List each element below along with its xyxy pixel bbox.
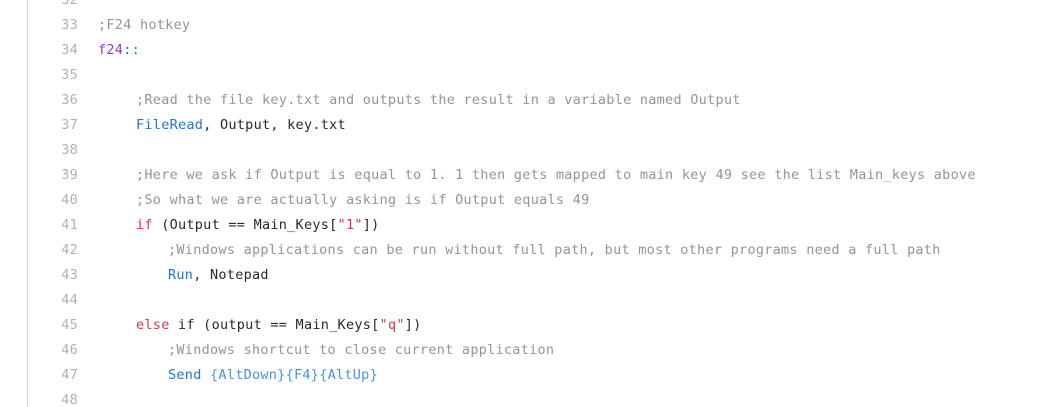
code-line[interactable]: 41 if (Output == Main_Keys["1"]) — [0, 213, 1053, 238]
line-source: ;Read the file key.txt and outputs the r… — [136, 88, 741, 113]
line-source: ;Windows shortcut to close current appli… — [168, 338, 554, 363]
line-number: 37 — [61, 117, 78, 133]
token-func: Send — [168, 367, 202, 383]
token-plain: , Output, key.txt — [203, 117, 346, 133]
line-source: if (Output == Main_Keys["1"]) — [136, 213, 380, 238]
token-plain: (Output == Main_Keys[ — [152, 217, 338, 233]
token-key: {AltUp} — [319, 367, 378, 383]
code-line[interactable]: 42 ;Windows applications can be run witho… — [0, 238, 1053, 263]
line-number: 34 — [61, 42, 78, 58]
code-line[interactable]: 43 Run, Notepad — [0, 263, 1053, 288]
line-number: 44 — [61, 292, 78, 308]
line-source: ;Here we ask if Output is equal to 1. 1 … — [136, 163, 976, 188]
token-label: f24 — [98, 42, 124, 58]
code-line[interactable]: 44 — [0, 288, 1053, 313]
code-line[interactable]: 38 — [0, 138, 1053, 163]
line-source: else if (output == Main_Keys["q"]) — [136, 313, 422, 338]
token-string: "1" — [337, 217, 363, 233]
line-number: 47 — [61, 367, 78, 383]
line-number: 42 — [61, 242, 78, 258]
token-func: FileRead — [136, 117, 204, 133]
line-number: 35 — [61, 67, 78, 83]
code-line[interactable]: 36 ;Read the file key.txt and outputs the… — [0, 88, 1053, 113]
line-source: f24:: — [98, 38, 140, 63]
token-comment: ;F24 hotkey — [98, 17, 191, 33]
token-plain: ]) — [362, 217, 380, 233]
token-key: {F4} — [285, 367, 320, 383]
line-number: 32 — [61, 0, 78, 8]
code-line[interactable]: 46 ;Windows shortcut to close current app… — [0, 338, 1053, 363]
token-comment: ;Windows applications can be run without… — [168, 242, 941, 258]
token-plain — [202, 367, 210, 383]
line-number: 48 — [61, 392, 78, 407]
code-line[interactable]: 45 else if (output == Main_Keys["q"]) — [0, 313, 1053, 338]
token-plain: ]) — [404, 317, 422, 333]
token-comment: ;Windows shortcut to close current appli… — [168, 342, 555, 358]
code-line[interactable]: 39 ;Here we ask if Output is equal to 1. … — [0, 163, 1053, 188]
token-string: "q" — [379, 317, 405, 333]
token-comment: ;Here we ask if Output is equal to 1. 1 … — [136, 167, 976, 183]
token-plain: if (output == Main_Keys[ — [169, 317, 380, 333]
line-source: FileRead, Output, key.txt — [136, 113, 346, 138]
code-line[interactable]: 32 — [0, 0, 1053, 13]
line-number: 43 — [61, 267, 78, 283]
gutter-divider — [27, 0, 28, 407]
line-source: Send {AltDown}{F4}{AltUp} — [168, 363, 378, 388]
code-line[interactable]: 40 ;So what we are actually asking is if … — [0, 188, 1053, 213]
line-number: 46 — [61, 342, 78, 358]
line-number: 33 — [61, 17, 78, 33]
token-comment: ;So what we are actually asking is if Ou… — [136, 192, 590, 208]
line-source: ;F24 hotkey — [98, 13, 190, 38]
token-keyword: if — [136, 217, 153, 233]
line-number: 39 — [61, 167, 78, 183]
line-source: Run, Notepad — [168, 263, 269, 288]
line-source: ;Windows applications can be run without… — [168, 238, 941, 263]
code-line[interactable]: 33 ;F24 hotkey — [0, 13, 1053, 38]
line-number: 41 — [61, 217, 78, 233]
code-line[interactable]: 47 Send {AltDown}{F4}{AltUp} — [0, 363, 1053, 388]
line-number: 36 — [61, 92, 78, 108]
line-source: ;So what we are actually asking is if Ou… — [136, 188, 589, 213]
code-line[interactable]: 48 — [0, 388, 1053, 407]
token-func: Run — [168, 267, 194, 283]
line-number: 40 — [61, 192, 78, 208]
token-keyword: else — [136, 317, 170, 333]
code-line[interactable]: 37 FileRead, Output, key.txt — [0, 113, 1053, 138]
token-key: {AltDown} — [210, 367, 286, 383]
code-line[interactable]: 35 — [0, 63, 1053, 88]
token-comment: ;Read the file key.txt and outputs the r… — [136, 92, 741, 108]
line-number: 45 — [61, 317, 78, 333]
line-number: 38 — [61, 142, 78, 158]
code-line[interactable]: 34 f24:: — [0, 38, 1053, 63]
token-plain: , Notepad — [193, 267, 269, 283]
token-punct: :: — [123, 42, 140, 58]
